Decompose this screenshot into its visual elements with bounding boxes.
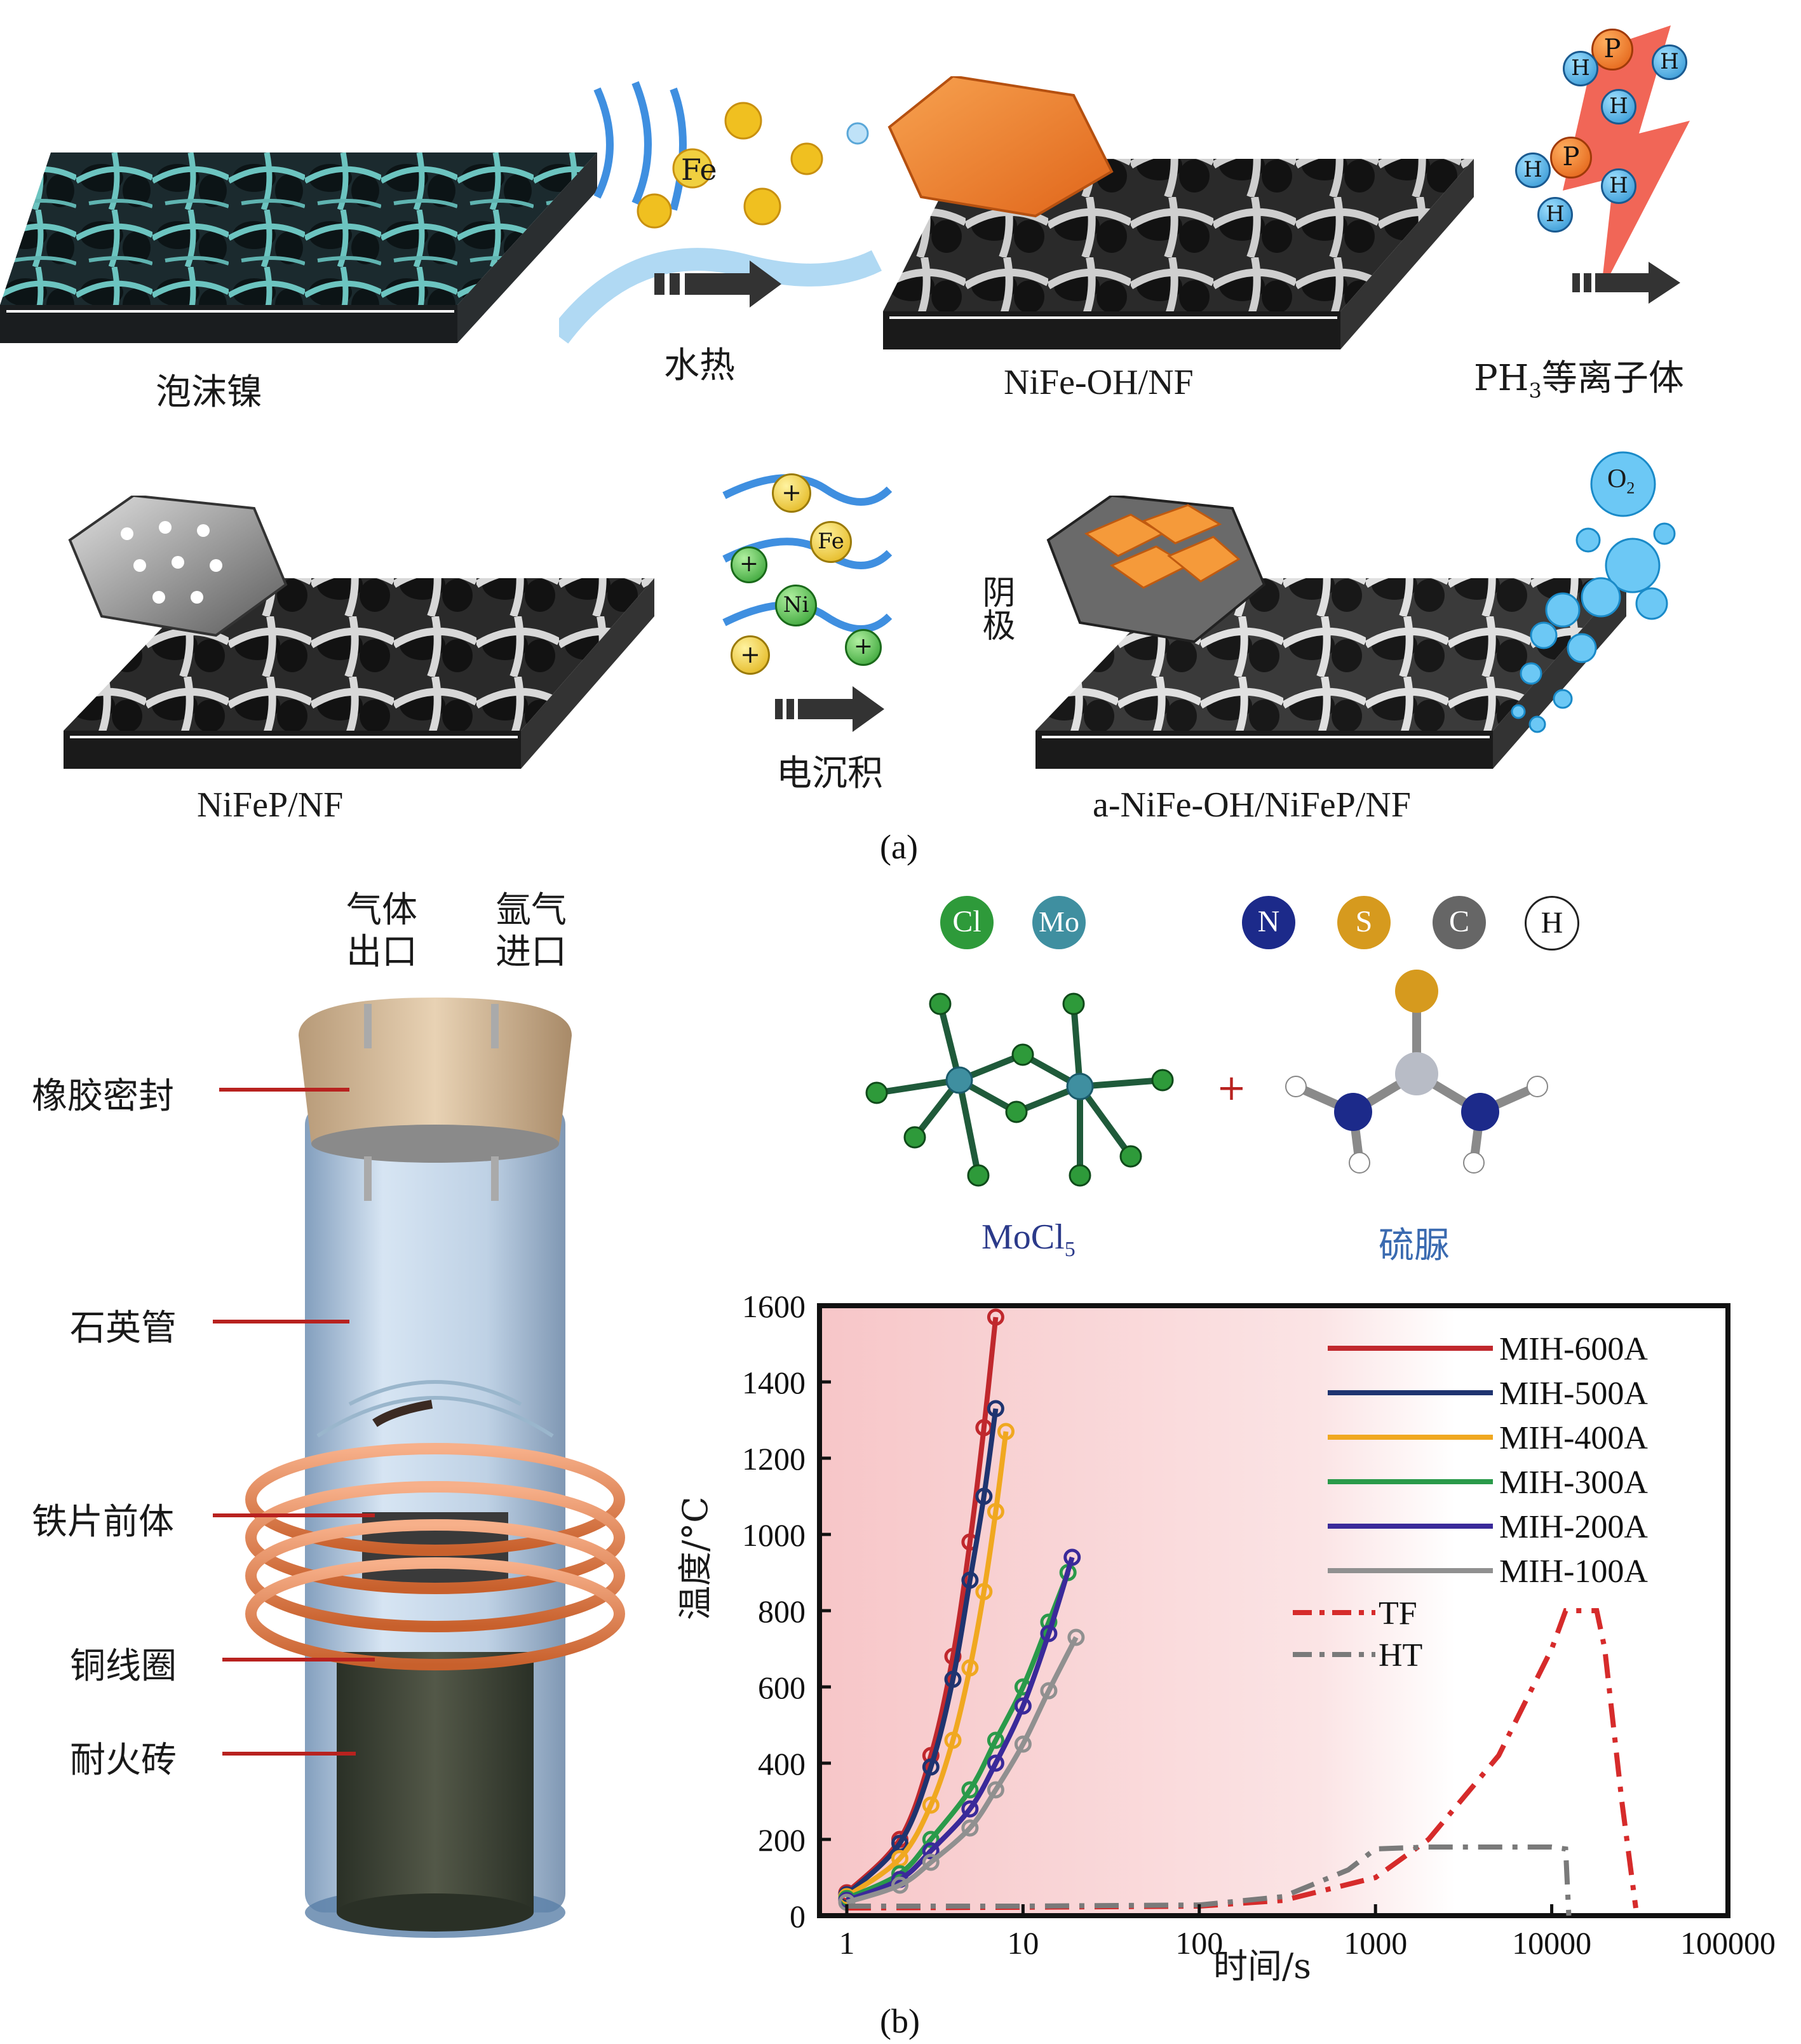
- arrow-right-icon: [775, 686, 884, 732]
- hydrothermal-illustration: [559, 70, 889, 356]
- ion-fe: Fe: [810, 521, 852, 563]
- o2-label: O2: [1607, 464, 1635, 497]
- fe-ion-label: Fe: [681, 152, 717, 187]
- reactor-diagram: [0, 877, 699, 1995]
- x-tick-label: 1000: [1344, 1925, 1407, 1961]
- nickel-foam-slab: [0, 152, 610, 356]
- atom-legend-s: S: [1337, 896, 1391, 949]
- nifep-slab: [64, 496, 673, 775]
- atom-h-2: H: [1652, 44, 1687, 80]
- step7-label: a-NiFe-OH/NiFeP/NF: [1093, 785, 1411, 825]
- legend-label: MIH-500A: [1499, 1376, 1648, 1412]
- legend-label: MIH-200A: [1499, 1509, 1648, 1545]
- mocl5-molecule: [864, 991, 1194, 1188]
- y-tick-label: 600: [758, 1670, 806, 1705]
- y-tick-label: 800: [758, 1594, 806, 1629]
- nife-oh-slab: [883, 76, 1480, 356]
- y-tick-label: 400: [758, 1746, 806, 1782]
- atom-h-6: H: [1537, 197, 1573, 233]
- legend-label: MIH-100A: [1499, 1553, 1648, 1590]
- ion-plus-4: +: [845, 629, 882, 666]
- legend-label: MIH-300A: [1499, 1465, 1648, 1501]
- x-tick-label: 1: [839, 1925, 854, 1961]
- legend-label: TF: [1379, 1595, 1417, 1632]
- step3-label: NiFe-OH/NF: [1004, 362, 1194, 403]
- y-tick-label: 1200: [742, 1441, 806, 1477]
- y-tick-label: 1000: [742, 1517, 806, 1553]
- quartz-tube-label: 石英管: [70, 1299, 177, 1351]
- x-tick-label: 10: [1007, 1925, 1039, 1961]
- panel-b-molecules: Cl Mo N S C H +: [826, 877, 1715, 1271]
- y-tick-label: 200: [758, 1822, 806, 1858]
- y-tick-label: 0: [790, 1898, 806, 1934]
- refractory-brick-label: 耐火砖: [70, 1731, 177, 1783]
- y-axis-label: 温度/°C: [667, 1496, 717, 1620]
- step4-label: PH3等离子体: [1474, 349, 1684, 403]
- atom-legend-h: H: [1525, 896, 1579, 951]
- panel-b-caption: (b): [880, 2001, 920, 2041]
- step6-label: 电沉积: [776, 745, 883, 796]
- thiourea-molecule: [1271, 959, 1563, 1175]
- atom-legend-n: N: [1242, 896, 1295, 949]
- rubber-seal-label: 橡胶密封: [32, 1067, 174, 1119]
- atom-h-5: H: [1601, 168, 1636, 204]
- ion-plus-2: +: [731, 546, 767, 583]
- plus-sign: +: [1217, 1067, 1246, 1109]
- step5-label: NiFeP/NF: [197, 785, 343, 825]
- panel-a-caption: (a): [880, 827, 918, 867]
- x-tick-label: 100000: [1680, 1925, 1776, 1961]
- thiourea-label: 硫脲: [1379, 1217, 1450, 1268]
- mocl5-label: MoCl5: [981, 1217, 1076, 1262]
- gas-outlet-label: 气体 出口: [346, 890, 417, 973]
- copper-coil-label: 铜线圈: [70, 1637, 177, 1689]
- atom-p-2: P: [1550, 137, 1592, 179]
- atom-legend-cl: Cl: [940, 896, 994, 949]
- panel-b-reactor: 气体 出口 氩气 进口 橡胶密封 石英管 铁片前体 铜线圈 耐火砖: [0, 877, 699, 1995]
- x-axis-label: 时间/s: [1213, 1938, 1311, 1988]
- y-tick-label: 1400: [742, 1365, 806, 1400]
- atom-h-3: H: [1601, 89, 1636, 125]
- ion-ni: Ni: [775, 585, 817, 626]
- step2-label: 水热: [664, 337, 735, 388]
- legend-label: MIH-400A: [1499, 1420, 1648, 1456]
- ion-plus-1: +: [772, 473, 811, 513]
- atom-legend-mo: Mo: [1032, 896, 1086, 949]
- arrow-right-icon: [1572, 262, 1680, 304]
- y-tick-label: 1600: [742, 1290, 806, 1324]
- legend-label: HT: [1379, 1637, 1422, 1674]
- panel-a: 泡沫镍 Fe 水热: [0, 0, 1801, 870]
- atom-legend-c: C: [1433, 896, 1486, 949]
- atom-h-4: H: [1515, 152, 1551, 188]
- ion-plus-3: +: [731, 635, 770, 675]
- x-tick-label: 10000: [1512, 1925, 1591, 1961]
- argon-inlet-label: 氩气 进口: [496, 890, 567, 973]
- step1-label: 泡沫镍: [156, 363, 262, 415]
- legend-label: MIH-600A: [1499, 1331, 1648, 1367]
- atom-h-1: H: [1563, 51, 1598, 86]
- iron-precursor-label: 铁片前体: [32, 1493, 174, 1545]
- cathode-label: 阴极: [972, 575, 1020, 641]
